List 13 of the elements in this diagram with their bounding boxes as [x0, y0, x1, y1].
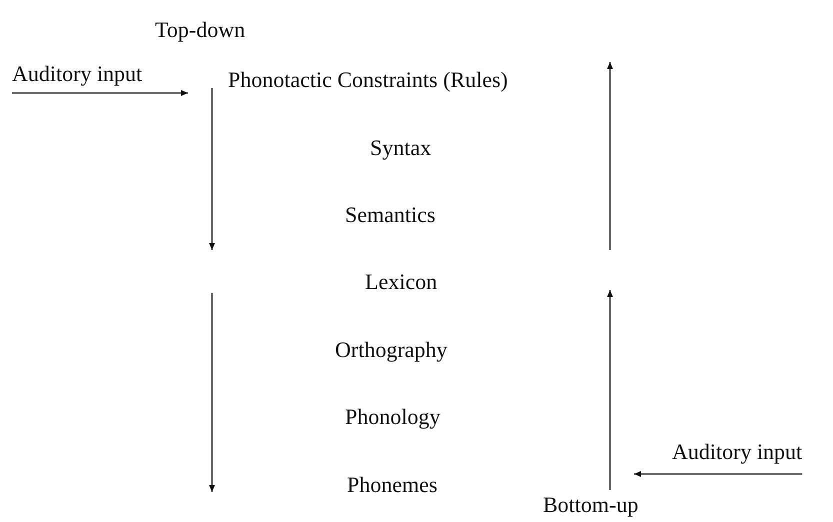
direction-label: Top-down [155, 18, 246, 42]
level-label: Phonemes [347, 473, 438, 497]
arrow [634, 471, 802, 477]
direction-label: Bottom-up [543, 493, 638, 517]
level-label: Semantics [345, 203, 436, 227]
input-label: Auditory input [672, 440, 802, 464]
level-label: Orthography [335, 338, 448, 362]
level-label: Lexicon [365, 270, 438, 294]
input-label: Auditory input [12, 62, 142, 86]
arrow [12, 90, 188, 96]
level-label: Phonotactic Constraints (Rules) [228, 68, 508, 92]
level-label: Syntax [370, 136, 432, 160]
level-label: Phonology [345, 405, 440, 429]
